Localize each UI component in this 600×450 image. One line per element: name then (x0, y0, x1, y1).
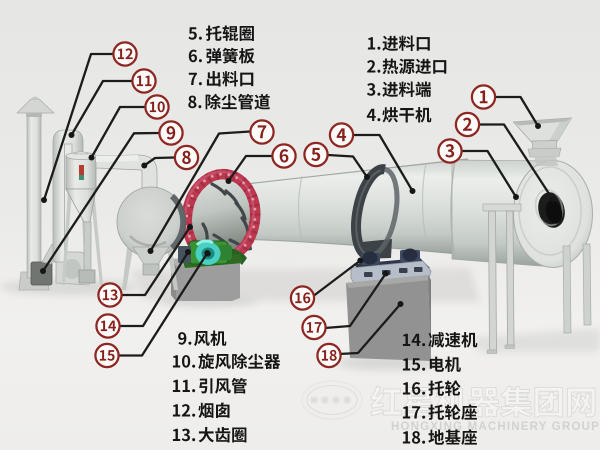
svg-text:HONGXING MACHINERY GROUP: HONGXING MACHINERY GROUP (391, 421, 600, 433)
